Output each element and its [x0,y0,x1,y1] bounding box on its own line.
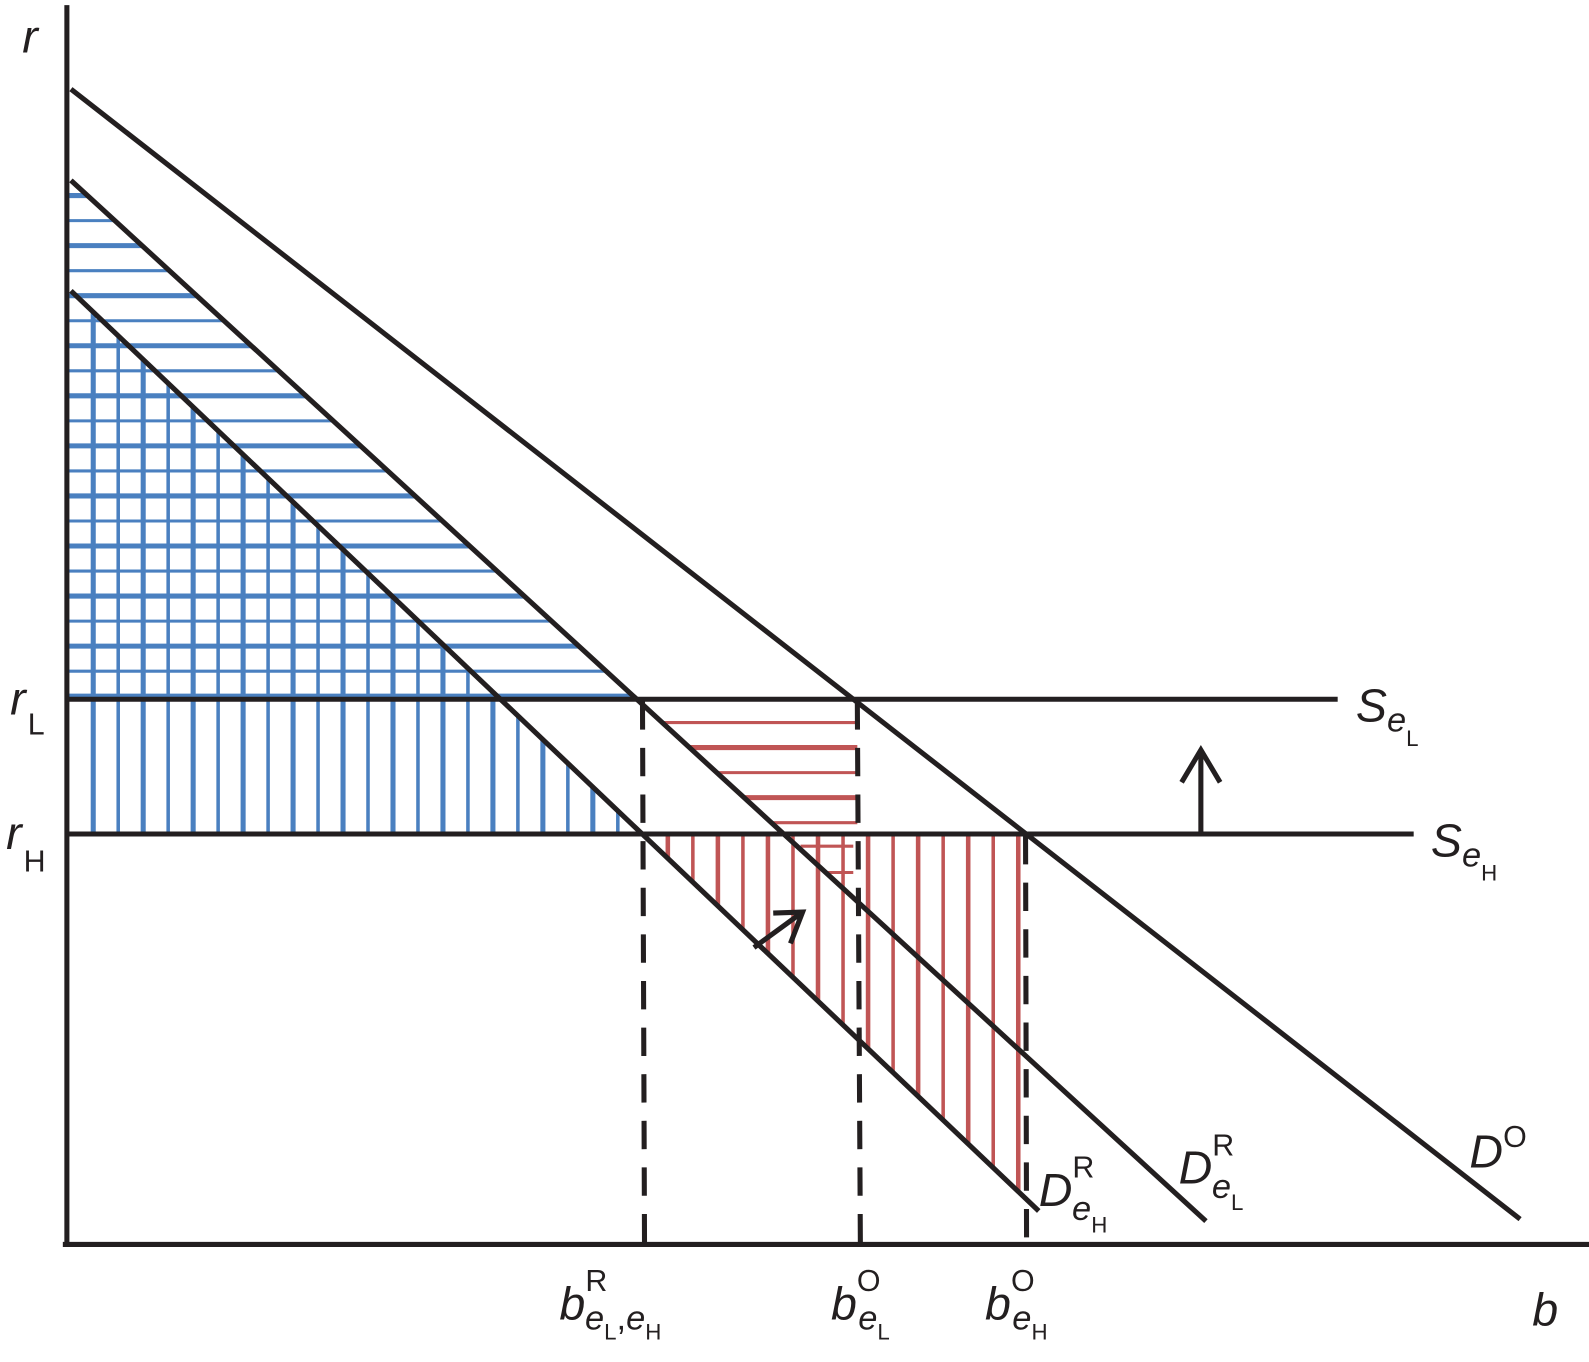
arrow-up-icon [1179,744,1223,835]
y-axis-label: r [22,11,40,63]
blue-hatch-area [68,193,634,832]
supply-low-label: SeL [1356,680,1419,751]
dashed-line-b-opt-low [854,701,863,1245]
demand-optimal-label: DO [1469,1120,1526,1177]
dashed-line-b-opt-high [1023,836,1030,1245]
arrow-diagonal-icon [752,909,807,950]
red-hatch-area [662,721,1021,1192]
rate-high-label: rH [6,807,46,878]
demand-curve-restricted-high [69,289,1041,1213]
rate-low-label: rL [10,672,44,741]
demand-curve-optimal [69,87,1522,1222]
dashed-line-b-restricted [639,701,648,1245]
x-axis-label: b [1532,1284,1558,1336]
supply-high-label: SeH [1431,814,1497,885]
